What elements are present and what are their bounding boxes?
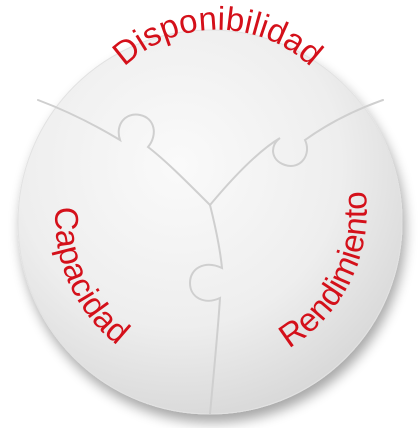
puzzle-seams (37, 99, 384, 415)
seam-top-left (37, 99, 211, 206)
seam-top-right (209, 99, 384, 206)
seam-bottom (188, 204, 224, 415)
